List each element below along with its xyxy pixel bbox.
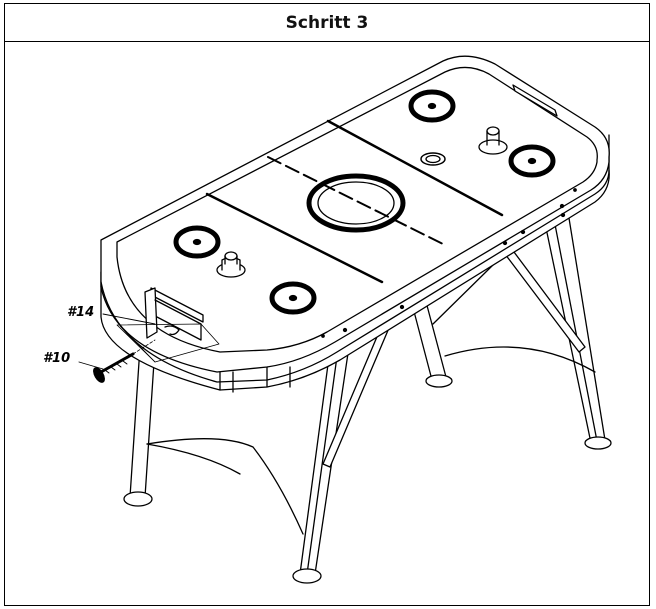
- screw-part-10: [92, 340, 155, 384]
- step-header: Schritt 3: [5, 4, 649, 42]
- step-title: Schritt 3: [285, 12, 369, 33]
- leader-line-10: [79, 362, 103, 369]
- air-hockey-table-illustration: #14 #10: [43, 42, 649, 605]
- leader-line-14: [103, 314, 155, 324]
- playfield-markings: [176, 92, 553, 312]
- part-label-14: #14: [67, 305, 94, 320]
- part-label-10: #10: [43, 351, 70, 366]
- goal-bracket-part-14: [117, 288, 219, 362]
- pushers-and-puck: [217, 127, 507, 277]
- instruction-panel: Schritt 3: [4, 3, 650, 606]
- table-legs: [124, 204, 611, 583]
